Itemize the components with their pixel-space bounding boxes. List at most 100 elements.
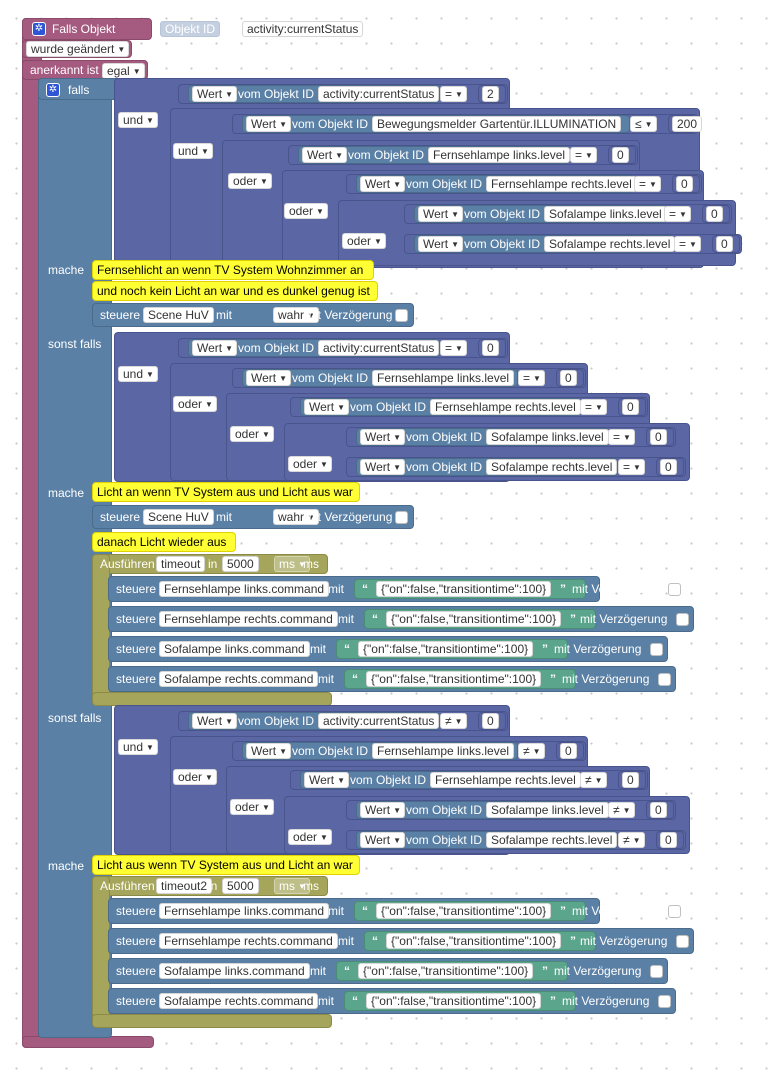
value-dropdown[interactable]: Wert▼ — [360, 459, 406, 475]
delay-checkbox[interactable] — [676, 935, 689, 948]
operator-dropdown[interactable]: =▼ — [518, 370, 545, 386]
command-id-field[interactable]: Fernsehlampe links.command — [159, 581, 330, 597]
number-field[interactable]: 0 — [560, 743, 577, 759]
unit-dropdown[interactable]: ms▼ — [274, 556, 310, 572]
number-field[interactable]: 0 — [650, 802, 667, 818]
number-field[interactable]: 0 — [660, 832, 677, 848]
command-id-field[interactable]: Sofalampe rechts.command — [159, 671, 319, 687]
delay-checkbox[interactable] — [668, 905, 681, 918]
unit-dropdown[interactable]: ms▼ — [274, 878, 310, 894]
or-dropdown[interactable]: oder▼ — [230, 426, 274, 442]
number-field[interactable]: 0 — [560, 370, 577, 386]
scene-id-field[interactable]: Scene HuV — [143, 509, 214, 525]
operator-dropdown[interactable]: =▼ — [634, 176, 661, 192]
number-field[interactable]: 0 — [660, 459, 677, 475]
and-dropdown[interactable]: und▼ — [118, 739, 158, 755]
number-field[interactable]: 0 — [482, 340, 499, 356]
operator-dropdown[interactable]: ≠▼ — [518, 743, 545, 759]
or-dropdown[interactable]: oder▼ — [342, 233, 386, 249]
object-id-field[interactable]: Fernsehlampe rechts.level — [430, 772, 581, 788]
event-block-header[interactable] — [22, 18, 152, 40]
number-field[interactable]: 0 — [706, 206, 723, 222]
value-dropdown[interactable]: Wert▼ — [360, 832, 406, 848]
object-id-field[interactable]: Fernsehlampe links.level — [428, 147, 571, 163]
operator-dropdown[interactable]: ≠▼ — [608, 802, 635, 818]
or-dropdown[interactable]: oder▼ — [288, 829, 332, 845]
timeout-block-footer[interactable] — [92, 692, 332, 706]
object-id-field[interactable]: Sofalampe links.level — [486, 429, 609, 445]
delay-checkbox[interactable] — [658, 673, 671, 686]
gear-icon[interactable]: ✲ — [46, 83, 60, 97]
operator-dropdown[interactable]: ≠▼ — [618, 832, 645, 848]
payload-field[interactable]: {"on":false,"transitiontime":100} — [366, 993, 542, 1009]
or-dropdown[interactable]: oder▼ — [288, 456, 332, 472]
value-dropdown[interactable]: Wert▼ — [246, 116, 292, 132]
comment-block[interactable] — [92, 281, 378, 301]
value-dropdown[interactable]: Wert▼ — [246, 743, 292, 759]
and-dropdown[interactable]: und▼ — [173, 143, 213, 159]
or-dropdown[interactable]: oder▼ — [284, 203, 328, 219]
object-id-field[interactable]: Fernsehlampe links.level — [372, 743, 515, 759]
object-id-field[interactable]: Sofalampe links.level — [544, 206, 667, 222]
payload-field[interactable]: {"on":false,"transitiontime":100} — [376, 581, 552, 597]
number-field[interactable]: 0 — [612, 147, 629, 163]
payload-field[interactable]: {"on":false,"transitiontime":100} — [358, 963, 534, 979]
timeout-name-field[interactable]: timeout2 — [156, 878, 213, 894]
delay-field[interactable]: 5000 — [222, 878, 259, 894]
number-field[interactable]: 2 — [482, 86, 499, 102]
or-dropdown[interactable]: oder▼ — [228, 173, 272, 189]
command-id-field[interactable]: Sofalampe rechts.command — [159, 993, 319, 1009]
value-dropdown[interactable]: Wert▼ — [304, 399, 350, 415]
value-dropdown[interactable]: wahr▼ — [273, 509, 319, 525]
or-dropdown[interactable]: oder▼ — [173, 769, 217, 785]
command-id-field[interactable]: Sofalampe links.command — [159, 641, 310, 657]
timeout-name-field[interactable]: timeout — [156, 556, 206, 572]
value-dropdown[interactable]: Wert▼ — [192, 713, 238, 729]
number-field[interactable]: 0 — [482, 713, 499, 729]
value-dropdown[interactable]: wahr▼ — [273, 307, 319, 323]
comment-block[interactable] — [92, 260, 374, 280]
operator-dropdown[interactable]: =▼ — [570, 147, 597, 163]
command-id-field[interactable]: Fernsehlampe links.command — [159, 903, 330, 919]
object-id-field[interactable]: Fernsehlampe links.level — [372, 370, 515, 386]
payload-field[interactable]: {"on":false,"transitiontime":100} — [386, 611, 562, 627]
command-id-field[interactable]: Sofalampe links.command — [159, 963, 310, 979]
ack-dropdown[interactable]: egal▼ — [102, 63, 145, 79]
object-id-field[interactable]: activity:currentStatus — [318, 86, 440, 102]
object-id-field[interactable]: Fernsehlampe rechts.level — [430, 399, 581, 415]
delay-checkbox[interactable] — [650, 965, 663, 978]
number-field[interactable]: 0 — [716, 236, 733, 252]
payload-field[interactable]: {"on":false,"transitiontime":100} — [358, 641, 534, 657]
timeout-block-footer[interactable] — [92, 1014, 332, 1028]
number-field[interactable]: 0 — [622, 772, 639, 788]
operator-dropdown[interactable]: =▼ — [440, 340, 467, 356]
delay-checkbox[interactable] — [395, 309, 408, 322]
command-id-field[interactable]: Fernsehlampe rechts.command — [159, 611, 338, 627]
comment-block[interactable] — [92, 855, 360, 875]
value-dropdown[interactable]: Wert▼ — [246, 370, 292, 386]
comment-block[interactable] — [92, 482, 360, 502]
and-dropdown[interactable]: und▼ — [118, 112, 158, 128]
value-dropdown[interactable]: Wert▼ — [360, 802, 406, 818]
gear-icon[interactable]: ✲ — [32, 22, 46, 36]
and-dropdown[interactable]: und▼ — [118, 366, 158, 382]
number-field[interactable]: 200 — [672, 116, 703, 132]
number-field[interactable]: 0 — [650, 429, 667, 445]
value-dropdown[interactable]: Wert▼ — [418, 206, 464, 222]
object-id-field[interactable]: Sofalampe links.level — [486, 802, 609, 818]
operator-dropdown[interactable]: =▼ — [618, 459, 645, 475]
value-dropdown[interactable]: Wert▼ — [360, 429, 406, 445]
object-id-field[interactable]: Fernsehlampe rechts.level — [486, 176, 637, 192]
operator-dropdown[interactable]: =▼ — [580, 399, 607, 415]
operator-dropdown[interactable]: =▼ — [440, 86, 467, 102]
value-dropdown[interactable]: Wert▼ — [302, 147, 348, 163]
operator-dropdown[interactable]: ≠▼ — [440, 713, 467, 729]
operator-dropdown[interactable]: ≤▼ — [630, 116, 657, 132]
value-dropdown[interactable]: Wert▼ — [360, 176, 406, 192]
object-id-field[interactable]: Bewegungsmelder Gartentür.ILLUMINATION — [372, 116, 622, 132]
number-field[interactable]: 0 — [622, 399, 639, 415]
object-id-field[interactable]: Sofalampe rechts.level — [486, 459, 618, 475]
operator-dropdown[interactable]: =▼ — [674, 236, 701, 252]
or-dropdown[interactable]: oder▼ — [173, 396, 217, 412]
event-object-id[interactable]: activity:currentStatus — [242, 21, 364, 37]
